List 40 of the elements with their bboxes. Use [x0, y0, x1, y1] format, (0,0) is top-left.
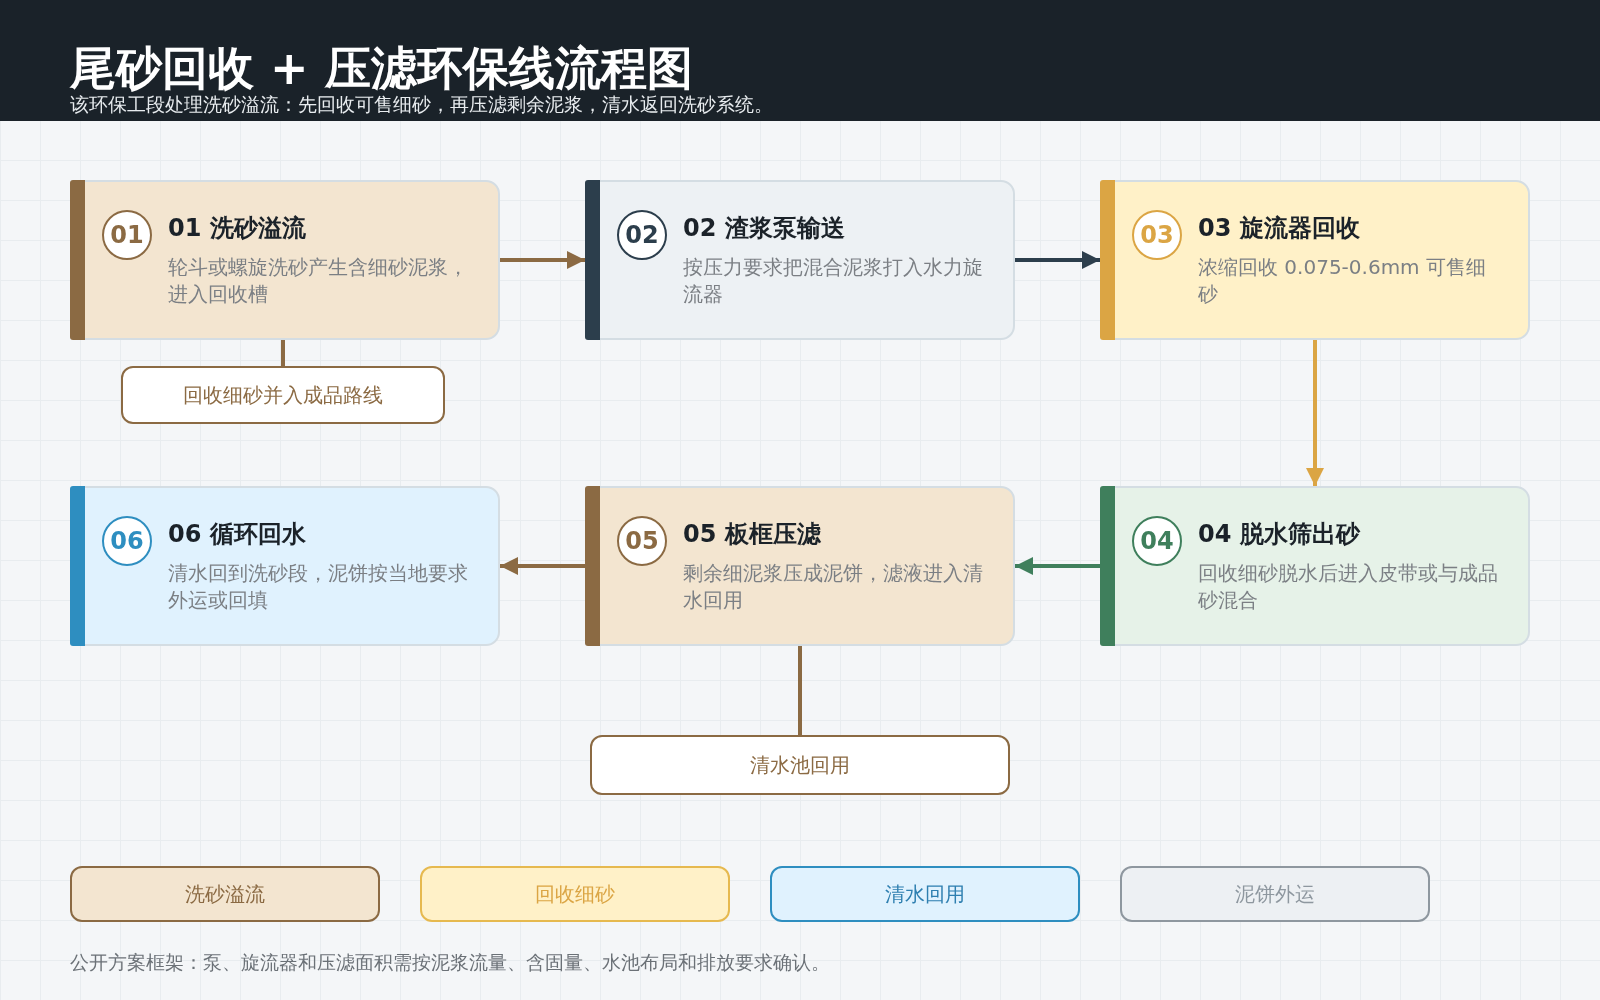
number-circle: 05 [617, 516, 667, 566]
step-description: 轮斗或螺旋洗砂产生含细砂泥浆，进入回收槽 [168, 254, 469, 308]
step-title: 05 板框压滤 [683, 519, 821, 550]
number-circle: 01 [102, 210, 152, 260]
step-card [70, 486, 500, 646]
note-box: 清水池回用 [590, 735, 1010, 795]
arrow [1015, 251, 1100, 269]
step-title: 01 洗砂溢流 [168, 213, 306, 244]
footnote: 公开方案框架：泵、旋流器和压滤面积需按泥浆流量、含固量、水池布局和排放要求确认。 [70, 950, 830, 975]
legend-swatch: 泥饼外运 [1120, 866, 1430, 922]
step-description: 回收细砂脱水后进入皮带或与成品砂混合 [1198, 560, 1499, 614]
step-description: 浓缩回收 0.075-0.6mm 可售细砂 [1198, 254, 1487, 308]
legend-swatch: 回收细砂 [420, 866, 730, 922]
legend-swatch: 清水回用 [770, 866, 1080, 922]
arrow [500, 251, 585, 269]
number-circle: 06 [102, 516, 152, 566]
step-title: 06 循环回水 [168, 519, 306, 550]
step-description: 按压力要求把混合泥浆打入水力旋流器 [683, 254, 984, 308]
step-card [585, 486, 1015, 646]
note-box: 回收细砂并入成品路线 [121, 366, 445, 424]
arrow [500, 557, 585, 575]
step-card [1100, 486, 1530, 646]
arrow [1015, 557, 1100, 575]
step-title: 04 脱水筛出砂 [1198, 519, 1360, 550]
number-circle: 02 [617, 210, 667, 260]
step-description: 清水回到洗砂段，泥饼按当地要求外运或回填 [168, 560, 469, 614]
step-card [70, 180, 500, 340]
connector-line [798, 646, 802, 735]
number-circle: 03 [1132, 210, 1182, 260]
step-title: 02 渣浆泵输送 [683, 213, 845, 244]
step-description: 剩余细泥浆压成泥饼，滤液进入清水回用 [683, 560, 984, 614]
step-card [1100, 180, 1530, 340]
legend-swatch: 洗砂溢流 [70, 866, 380, 922]
arrow [1306, 340, 1324, 486]
title: 尾砂回收 + 压滤环保线流程图 [70, 40, 693, 96]
connector-line [281, 340, 285, 366]
step-title: 03 旋流器回收 [1198, 213, 1360, 244]
subtitle: 该环保工段处理洗砂溢流：先回收可售细砂，再压滤剩余泥浆，清水返回洗砂系统。 [70, 93, 773, 117]
number-circle: 04 [1132, 516, 1182, 566]
step-card [585, 180, 1015, 340]
